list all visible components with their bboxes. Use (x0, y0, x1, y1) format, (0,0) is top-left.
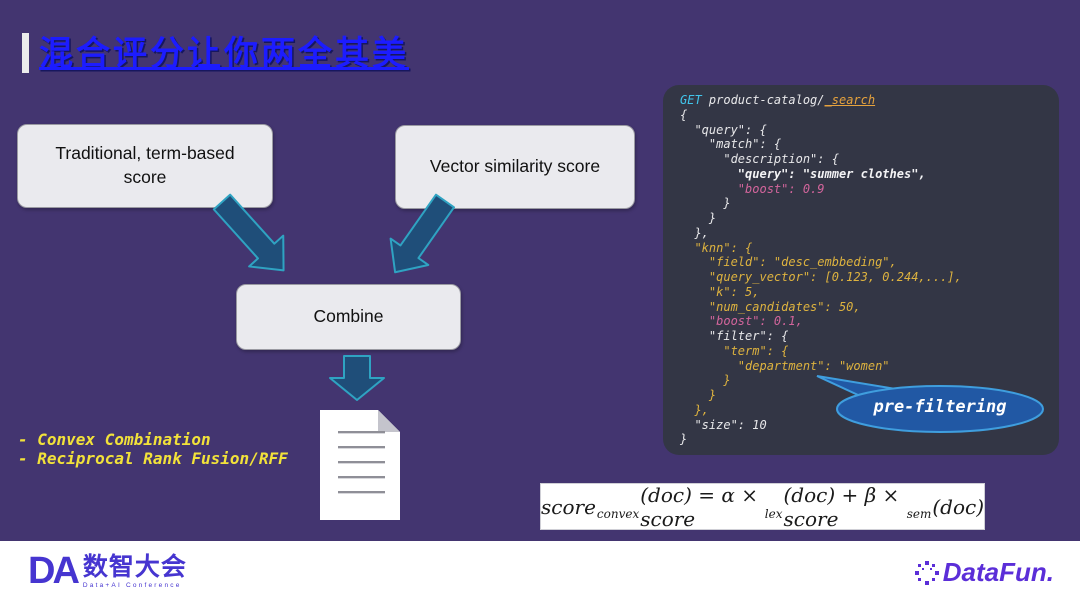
datafun-logo-text: DataFun. (942, 557, 1054, 587)
flow-box-traditional-score: Traditional, term-based score (17, 124, 273, 208)
code-line: "knn": { (680, 240, 753, 255)
code-line: } (680, 211, 717, 225)
code-line: }, (680, 402, 709, 417)
bubble-label: pre-filtering (873, 397, 1007, 417)
formula-term: score (541, 494, 596, 519)
flow-box-combine: Combine (236, 284, 461, 350)
da-logo-chinese: 数智大会 (82, 553, 187, 581)
note-item: - Reciprocal Rank Fusion/RFF (18, 449, 288, 468)
note-item: - Convex Combination (18, 430, 211, 449)
code-line: "num_candidates": 50, (680, 299, 861, 314)
code-line: GET product-catalog/_search (680, 93, 876, 107)
notes-list: - Convex Combination- Reciprocal Rank Fu… (18, 430, 288, 468)
code-line: "filter": { (680, 329, 789, 343)
code-line: "size": 10 (680, 417, 767, 432)
code-line: "term": { (680, 343, 789, 358)
code-line: "query_vector": [0.123, 0.244,...], (680, 270, 962, 284)
formula-subscript: sem (906, 506, 932, 521)
code-line: "description": { (680, 152, 839, 166)
arrow-down-icon (329, 355, 385, 401)
flow-box-vector-label: Vector similarity score (429, 156, 601, 177)
code-line: }, (680, 225, 709, 240)
code-line: } (680, 196, 731, 211)
code-line: "department": "women" (680, 358, 890, 373)
formula-term: (doc) (932, 494, 984, 519)
code-line: "boost": 0.1, (680, 314, 803, 329)
flow-box-traditional-label: Traditional, term-based score (55, 143, 235, 187)
formula-term: (doc) + β × score (783, 482, 900, 531)
code-line: "query": { (680, 122, 767, 137)
document-icon (320, 410, 400, 520)
flow-box-vector-score: Vector similarity score (395, 125, 635, 209)
datafun-logo: DataFun. (914, 557, 1054, 588)
title-accent-bar (22, 33, 29, 73)
code-line: { (680, 107, 688, 122)
footer-bar: DA 数智大会 Data+AI Conference (0, 541, 1080, 607)
code-line: "k": 5, (680, 284, 760, 299)
flow-box-combine-label: Combine (313, 306, 384, 327)
document-fold-corner (378, 410, 400, 432)
code-line: } (680, 373, 731, 388)
document-text-line (338, 476, 385, 479)
document-text-line (338, 431, 385, 434)
da-conference-logo: DA 数智大会 Data+AI Conference (28, 550, 187, 592)
formula-subscript: lex (764, 506, 783, 521)
da-logo-subtitle: Data+AI Conference (82, 582, 182, 589)
code-line: "query": "summer clothes", (680, 166, 926, 181)
code-line: } (680, 432, 688, 447)
page-title: 混合评分让你两全其美 (39, 34, 409, 74)
code-line: "field": "desc_embbeding", (680, 255, 897, 270)
da-logo-text: DA (28, 550, 80, 592)
document-text-line (338, 461, 385, 464)
code-line: "boost": 0.9 (680, 181, 825, 196)
datafun-pinwheel-icon (914, 560, 939, 585)
document-text-line (338, 491, 385, 494)
formula-subscript: convex (596, 506, 640, 521)
document-text-line (338, 446, 385, 449)
formula-term: (doc) = α × score (640, 482, 758, 531)
code-line: "match": { (680, 137, 782, 152)
code-line: } (680, 388, 717, 402)
